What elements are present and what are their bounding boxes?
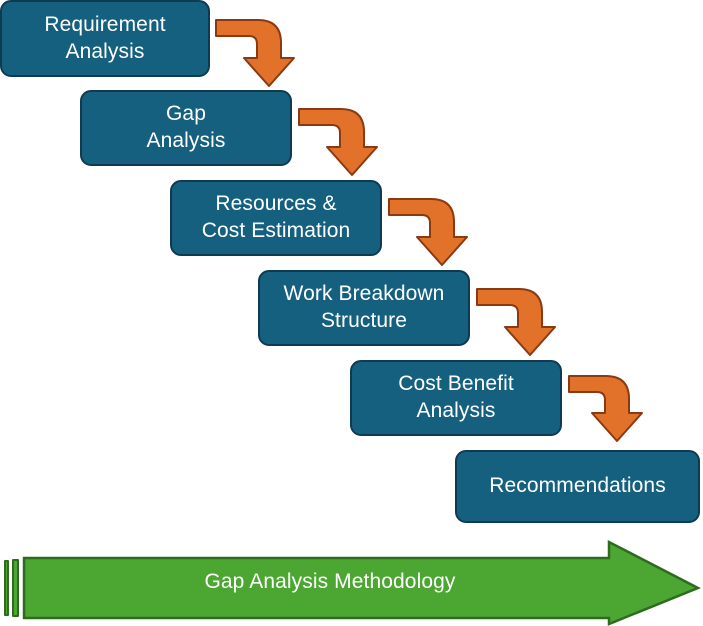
step-box-requirement-analysis[interactable]: Requirement Analysis — [0, 0, 210, 77]
connector-arrow-4 — [476, 288, 556, 356]
connector-arrow-1 — [215, 19, 295, 87]
step-box-recommendations[interactable]: Recommendations — [455, 450, 700, 523]
step-box-work-breakdown-structure[interactable]: Work Breakdown Structure — [258, 270, 470, 346]
methodology-banner-shape — [4, 539, 701, 626]
step-box-gap-analysis[interactable]: Gap Analysis — [80, 90, 292, 166]
connector-arrow-5 — [568, 375, 643, 442]
step-box-resources-cost-estimation[interactable]: Resources & Cost Estimation — [170, 180, 382, 256]
step-box-cost-benefit-analysis[interactable]: Cost Benefit Analysis — [350, 360, 562, 436]
connector-arrow-2 — [298, 108, 378, 176]
connector-arrow-3 — [388, 198, 468, 266]
